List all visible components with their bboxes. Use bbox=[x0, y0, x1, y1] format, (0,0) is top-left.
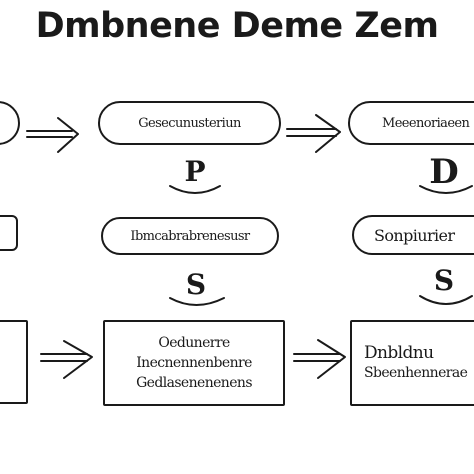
connector-symbol-row1-right: D bbox=[429, 152, 459, 192]
connector-symbol-row2-center: S bbox=[185, 268, 207, 301]
diagram-title: Dmbnene Deme Zem bbox=[35, 6, 439, 46]
node-row3-center-line-2: Inecnennenbenre bbox=[136, 355, 252, 371]
node-row2-right: Sonpiurier bbox=[352, 215, 474, 255]
node-row3-center-line-3: Gedlasenenenens bbox=[136, 375, 252, 391]
node-row3-center-line-1: Oedunerre bbox=[158, 335, 230, 351]
node-row1-center: Gesecunusteriun bbox=[98, 101, 281, 145]
arrow-row3-center bbox=[293, 339, 346, 379]
arrow-row1-center bbox=[286, 114, 341, 153]
node-row3-center-text: Oedunerre Inecnennenbenre Gedlasenenenen… bbox=[136, 334, 252, 392]
node-row1-left-partial bbox=[0, 101, 20, 145]
node-row3-left-partial bbox=[0, 320, 28, 404]
node-row2-center-label: Ibmcabrabrenesusr bbox=[130, 228, 250, 244]
connector-curve-row2-right bbox=[419, 295, 473, 305]
node-row3-right-text: Dnbldnu Sbeenhennerae bbox=[352, 343, 468, 382]
arrow-row3-left bbox=[40, 340, 93, 379]
node-row3-right: Dnbldnu Sbeenhennerae bbox=[350, 320, 474, 406]
arrow-row1-left bbox=[26, 117, 79, 153]
node-row2-right-label: Sonpiurier bbox=[374, 225, 455, 245]
node-row3-right-line-1: Dnbldnu bbox=[364, 343, 434, 363]
node-row2-left-partial bbox=[0, 215, 18, 251]
connector-symbol-row2-right: S bbox=[433, 264, 455, 297]
node-row1-right-label: Meeenoriaeen bbox=[382, 115, 470, 131]
node-row1-right: Meeenoriaeen bbox=[348, 101, 474, 145]
node-row1-center-label: Gesecunusteriun bbox=[138, 115, 241, 131]
node-row3-right-line-2: Sbeenhennerae bbox=[364, 365, 468, 381]
node-row2-center: Ibmcabrabrenesusr bbox=[101, 217, 279, 255]
connector-symbol-row1-center: P bbox=[184, 155, 206, 188]
node-row3-center: Oedunerre Inecnennenbenre Gedlasenenenen… bbox=[103, 320, 285, 406]
